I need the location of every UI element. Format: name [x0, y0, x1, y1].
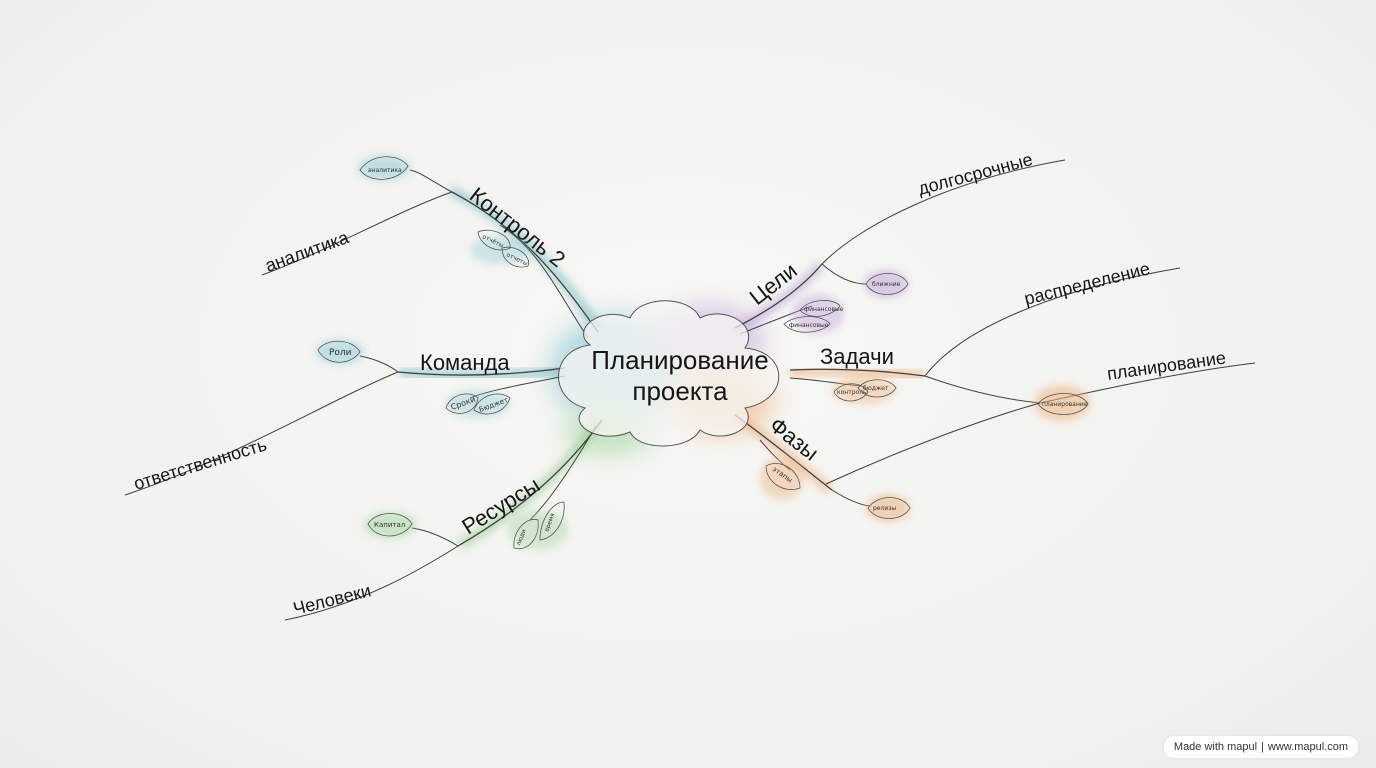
- sub-analytics-line: [261, 191, 453, 276]
- leaf-phases-wash-2: [760, 456, 804, 500]
- branch-goals-line: [734, 263, 823, 329]
- leaf-tasks-wash: [1034, 385, 1090, 421]
- leaf-res-wash: [364, 512, 416, 538]
- leaf-goals-wash-2: [792, 294, 844, 334]
- leaf-goals-3[interactable]: [783, 316, 831, 333]
- branch-control[interactable]: Контроль 2 аналитика аналитика отчёты от…: [261, 156, 605, 339]
- leaf-control-stem: [409, 169, 453, 193]
- sub-planning-label[interactable]: планирование: [1106, 348, 1227, 384]
- leaf-res-2[interactable]: [513, 518, 539, 550]
- branch-phases[interactable]: Фазы релизы этапы: [732, 402, 1041, 522]
- leaf-team-stem: [359, 355, 399, 373]
- branch-resources[interactable]: Ресурсы Человеки Капитал люди время: [284, 417, 605, 621]
- center-cloud-shape: [558, 300, 780, 447]
- leaf-tasks-1[interactable]: [833, 383, 869, 402]
- leaf-team-1[interactable]: [317, 340, 361, 363]
- leaf-goals-1[interactable]: [865, 273, 909, 295]
- watermark-url[interactable]: www.mapul.com: [1267, 741, 1348, 753]
- sub-longterm-label[interactable]: долгосрочные: [916, 149, 1035, 199]
- branch-goals[interactable]: Цели долгосрочные ближние финансовые фин…: [732, 149, 1066, 335]
- leaf-res-stem: [411, 527, 459, 547]
- leaf-control-1-text: аналитика: [368, 167, 402, 174]
- central-topic[interactable]: Планирование проекта: [558, 300, 780, 447]
- leaf-tasks-2-text: бюджет: [863, 385, 889, 392]
- branch-team-label[interactable]: Команда: [420, 350, 510, 375]
- leaf-tasks-1-text: контроль: [837, 389, 867, 396]
- sub-distribution-line: [924, 267, 1181, 377]
- branch-tasks[interactable]: Задачи распределение планирование планир…: [789, 258, 1256, 421]
- leaf-tasks-3[interactable]: [1037, 393, 1089, 415]
- leaf-goals-1-text: ближние: [872, 281, 901, 288]
- sub-analytics-label[interactable]: аналитика: [263, 227, 353, 276]
- sub-distribution-label[interactable]: распределение: [1022, 258, 1152, 309]
- phases-to-planning-line: [825, 402, 1041, 485]
- leaf-phases-1[interactable]: [765, 463, 801, 490]
- sub-planning-stem: [924, 375, 1041, 404]
- branch-tasks-label[interactable]: Задачи: [820, 344, 894, 369]
- leaf-phases-2-text: релизы: [873, 505, 896, 512]
- leaf-control-wash: [358, 156, 410, 180]
- leaf-team-wash-2: [446, 390, 510, 418]
- sub-people-label[interactable]: Человеки: [291, 580, 373, 619]
- watermark-separator: |: [1261, 741, 1264, 753]
- branch-tasks-line: [789, 368, 926, 377]
- leaf-res-1-text: Капитал: [374, 521, 405, 529]
- leaf-res-3[interactable]: [539, 501, 565, 541]
- branch-team[interactable]: Команда ответственность Роли Сроки Бюдже…: [124, 340, 566, 496]
- leaf-res-1[interactable]: [367, 513, 413, 537]
- leaf-goals-3-text: финансовые: [789, 322, 829, 329]
- sub-people-line: [284, 545, 459, 621]
- leaf-control-3[interactable]: [501, 246, 530, 268]
- sub-responsibility-line: [124, 371, 399, 496]
- leaf-goals-wash: [864, 270, 908, 298]
- sub-longterm-line: [821, 159, 1066, 265]
- branch-control-wash: [447, 185, 605, 333]
- leaf-goals-stem: [821, 263, 867, 285]
- branch-control-line-2: [499, 224, 589, 339]
- leaf-team-wash: [316, 340, 364, 364]
- leaf-phases-stem: [831, 489, 871, 507]
- branch-control-line: [451, 191, 599, 333]
- sub-responsibility-label[interactable]: ответственность: [131, 434, 269, 493]
- watermark-badge[interactable]: Made with mapul|www.mapul.com: [1163, 736, 1358, 758]
- leaf-goals-2-text: финансовые: [804, 306, 844, 313]
- leaf-tasks-3-text: планирование: [1042, 401, 1088, 408]
- leaf-team-1-text: Роли: [329, 348, 352, 358]
- branch-team-line: [397, 367, 566, 376]
- leaf-phases-wash: [866, 494, 910, 522]
- leaf-team-3[interactable]: [473, 393, 511, 415]
- leaf-team-2[interactable]: [445, 393, 479, 414]
- center-line-2: проекта: [632, 376, 728, 406]
- leaf-control-1[interactable]: [359, 156, 409, 180]
- leaf-goals-2[interactable]: [799, 300, 841, 317]
- leaf-control-2[interactable]: [477, 229, 511, 251]
- center-line-1: Планирование: [591, 345, 768, 375]
- watermark-made-with: Made with mapul: [1173, 741, 1258, 753]
- leaf-tasks-2[interactable]: [857, 379, 897, 398]
- leaf-phases-2[interactable]: [867, 497, 911, 519]
